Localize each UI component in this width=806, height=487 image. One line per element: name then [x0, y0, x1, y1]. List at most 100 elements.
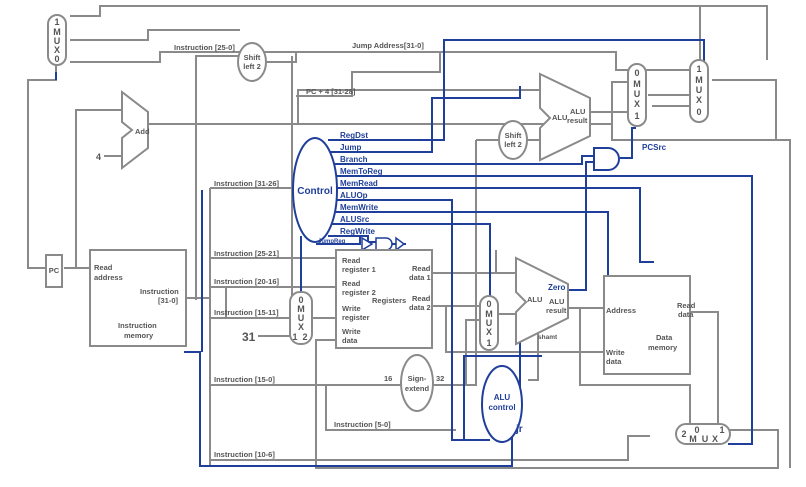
svg-text:RegDst: RegDst: [340, 131, 368, 140]
svg-text:Branch: Branch: [340, 155, 368, 164]
svg-text:X: X: [712, 434, 718, 444]
svg-text:data: data: [678, 310, 694, 319]
im-name-2: memory: [124, 331, 154, 340]
svg-text:Read: Read: [342, 279, 361, 288]
svg-text:0: 0: [298, 295, 303, 305]
svg-text:Instruction [25-0]: Instruction [25-0]: [174, 43, 235, 52]
svg-text:jr: jr: [515, 424, 523, 435]
svg-text:M: M: [689, 434, 697, 444]
svg-text:Control: Control: [297, 186, 333, 197]
mux-bottom: 2 0 U M X 1: [675, 423, 731, 445]
svg-text:1: 1: [719, 425, 724, 435]
svg-text:U: U: [54, 36, 61, 46]
mux-branch: 0 M U X 1: [627, 63, 647, 127]
svg-text:X: X: [696, 95, 702, 105]
svg-text:JumpReg: JumpReg: [318, 239, 346, 245]
svg-text:X: X: [298, 322, 304, 332]
svg-text:PCSrc: PCSrc: [642, 143, 667, 152]
svg-text:M: M: [297, 304, 305, 314]
svg-text:Registers: Registers: [372, 296, 406, 305]
svg-text:data 1: data 1: [409, 273, 431, 282]
read-address-label: Read: [94, 263, 113, 272]
svg-text:ALU: ALU: [527, 295, 542, 304]
svg-text:RegWrite: RegWrite: [340, 227, 376, 236]
svg-text:2: 2: [302, 332, 307, 342]
svg-text:Zero: Zero: [548, 283, 565, 292]
svg-text:M: M: [633, 79, 641, 89]
add-unit: Add 4: [96, 89, 150, 171]
svg-text:1: 1: [486, 338, 491, 348]
pcsrc-and-gate: PCSrc: [593, 143, 667, 171]
svg-text:M: M: [695, 75, 703, 85]
read-address-line-1: Read: [94, 263, 113, 272]
svg-text:M: M: [53, 27, 61, 37]
svg-text:Instruction [20-16]: Instruction [20-16]: [214, 277, 280, 286]
mux-regdst: 0 M U X 1 2: [289, 291, 313, 345]
svg-text:Data: Data: [656, 333, 673, 342]
svg-text:PC + 4 [31-28]: PC + 4 [31-28]: [306, 87, 356, 96]
mux-top-left: 1 M U X 0: [47, 14, 67, 66]
svg-text:Instruction [15-0]: Instruction [15-0]: [214, 375, 275, 384]
svg-text:extend: extend: [405, 384, 430, 393]
pc-register: PC: [45, 254, 63, 288]
svg-text:Shift: Shift: [244, 53, 261, 62]
svg-text:U: U: [298, 313, 305, 323]
branch-alu: ALU ALU result: [539, 72, 591, 162]
svg-text:1: 1: [634, 111, 639, 121]
svg-text:result: result: [567, 116, 588, 125]
svg-text:0: 0: [696, 107, 701, 117]
shift-left-2-branch: Shift left 2: [498, 120, 528, 160]
shift-left-2-jump: Shift left 2: [237, 42, 267, 82]
svg-text:U: U: [634, 89, 641, 99]
svg-text:register 1: register 1: [342, 265, 376, 274]
svg-text:Write: Write: [606, 348, 625, 357]
svg-text:Write: Write: [342, 327, 361, 336]
svg-text:MemRead: MemRead: [340, 179, 378, 188]
svg-text:MemWrite: MemWrite: [340, 203, 379, 212]
svg-text:M: M: [485, 309, 493, 319]
svg-text:Instruction [31-26]: Instruction [31-26]: [214, 179, 280, 188]
instr-out-line-1: Instruction: [140, 287, 179, 296]
svg-text:Instruction [10-6]: Instruction [10-6]: [214, 450, 275, 459]
svg-text:register: register: [342, 313, 370, 322]
svg-text:Read: Read: [677, 301, 696, 310]
control-signal-labels: RegDst Jump Branch MemToReg MemRead ALUO…: [318, 131, 383, 245]
const-31-label: 31: [242, 330, 256, 344]
svg-text:U: U: [486, 318, 493, 328]
control-wires: [55, 39, 753, 467]
control-unit[interactable]: Control: [292, 137, 338, 243]
svg-text:4: 4: [96, 152, 101, 162]
svg-text:32: 32: [436, 374, 444, 383]
svg-text:1: 1: [54, 17, 59, 27]
svg-text:Write: Write: [342, 304, 361, 313]
svg-text:left 2: left 2: [504, 140, 522, 149]
svg-text:16: 16: [384, 374, 392, 383]
register-file: Read register 1 Read register 2 Write re…: [335, 249, 433, 349]
svg-text:X: X: [486, 327, 492, 337]
svg-text:X: X: [634, 99, 640, 109]
svg-text:Read: Read: [342, 256, 361, 265]
svg-text:control: control: [488, 403, 515, 412]
svg-text:memory: memory: [648, 343, 678, 352]
svg-text:ALU: ALU: [570, 107, 585, 116]
svg-text:MemToReg: MemToReg: [340, 167, 383, 176]
svg-text:Read: Read: [412, 264, 431, 273]
svg-text:Jump: Jump: [340, 143, 361, 152]
svg-text:Instruction [25-21]: Instruction [25-21]: [214, 249, 280, 258]
read-address-line-2: address: [94, 273, 123, 282]
svg-text:0: 0: [54, 54, 59, 64]
svg-text:U: U: [696, 85, 703, 95]
alu-control: ALU control jr: [481, 365, 523, 443]
svg-text:Add: Add: [135, 127, 150, 136]
svg-text:0: 0: [694, 425, 699, 435]
svg-text:ALU: ALU: [494, 393, 511, 402]
svg-text:register 2: register 2: [342, 288, 376, 297]
svg-text:X: X: [54, 45, 60, 55]
instruction-memory: Read address Instruction [31-0] Instruct…: [89, 249, 187, 347]
mux-top-right: 1 M U X 0: [689, 59, 709, 123]
svg-text:shamt: shamt: [538, 334, 558, 341]
svg-text:Instruction [15-11]: Instruction [15-11]: [214, 308, 279, 317]
svg-text:Address: Address: [606, 306, 636, 315]
instr-out-line-2: [31-0]: [158, 296, 179, 305]
